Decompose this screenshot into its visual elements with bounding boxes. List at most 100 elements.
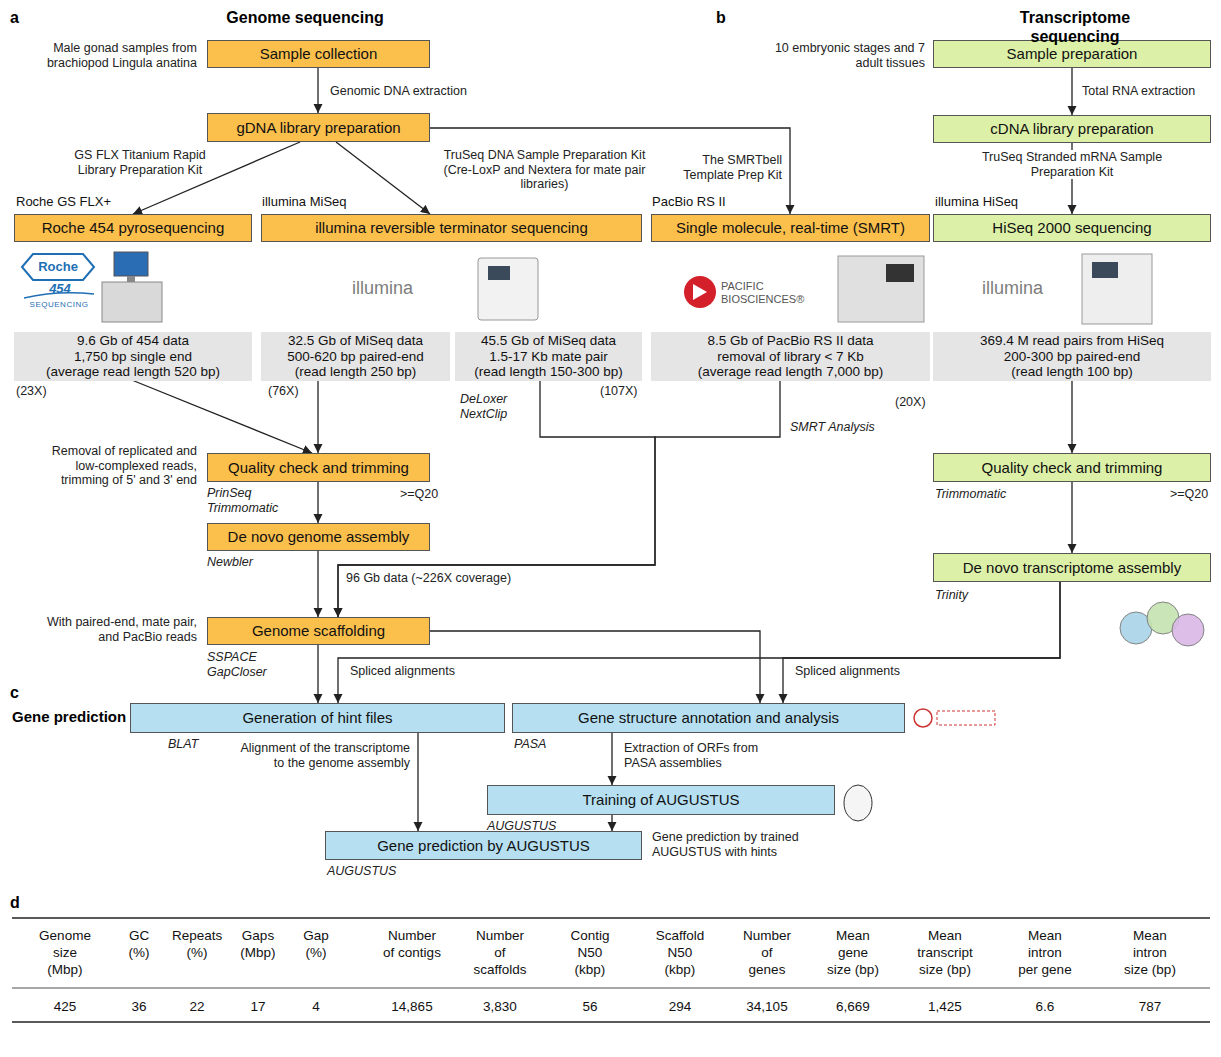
table-cell: 56 (550, 998, 630, 1015)
flow-arrow (1071, 68, 1072, 115)
coverage-label: (76X) (268, 384, 299, 399)
process-box: HiSeq 2000 sequencing (933, 214, 1211, 242)
software-name: AUGUSTUS (487, 819, 556, 834)
process-box: Generation of hint files (130, 703, 505, 733)
box-text: 1,750 bp single end (74, 349, 192, 365)
table-header-cell: Gaps (Mbp) (236, 927, 281, 961)
table-rule (12, 917, 1210, 919)
box-text: Genome scaffolding (252, 622, 385, 640)
edge-label: Extraction of ORFs from PASA assemblies (624, 741, 774, 770)
coverage-label: (20X) (895, 395, 926, 410)
panel-letter: c (10, 683, 19, 702)
flow-arrow (338, 381, 655, 618)
software-name: BLAT (168, 737, 198, 752)
box-text: 45.5 Gb of MiSeq data (481, 333, 616, 349)
process-box: Quality check and trimming (933, 453, 1211, 482)
data-summary-box: 369.4 M read pairs from HiSeq200-300 bp … (933, 332, 1211, 381)
flow-arrow (336, 142, 430, 214)
data-summary-box: 8.5 Gb of PacBio RS II dataremoval of li… (651, 332, 930, 381)
software-name: SSPACE GapCloser (207, 650, 279, 679)
box-text: 500-620 bp paired-end (287, 349, 424, 365)
pasa-logo (937, 711, 995, 725)
flow-arrow (317, 68, 318, 113)
process-box: Training of AUGUSTUS (487, 785, 835, 815)
augustus-icon (844, 785, 872, 821)
logo-text: 454 (42, 281, 78, 296)
table-rule (12, 988, 1210, 989)
process-box: cDNA library preparation (933, 115, 1211, 143)
edge-label: Spliced alignments (795, 664, 925, 679)
roche-logo (22, 254, 94, 280)
software-name: Trimmomatic (935, 487, 1006, 502)
edge-label: Genomic DNA extraction (330, 84, 490, 99)
box-text: removal of library < 7 Kb (717, 349, 864, 365)
miseq-screen (488, 266, 510, 280)
box-text: illumina reversible terminator sequencin… (315, 219, 588, 237)
software-name: AUGUSTUS (327, 864, 396, 879)
table-header-cell: Scaffold N50 (kbp) (653, 927, 707, 978)
box-text: (read length 250 bp) (295, 364, 417, 380)
platform-label: illumina MiSeq (262, 194, 347, 209)
flow-arrow (611, 733, 612, 785)
table-cell: 6,669 (813, 998, 893, 1015)
flow-arrow (338, 582, 1060, 703)
hiseq-icon (1082, 254, 1152, 324)
edge-label: GS FLX Titanium Rapid Library Preparatio… (70, 148, 210, 177)
edge-label: Total RNA extraction (1082, 84, 1207, 99)
hiseq-screen (1092, 262, 1118, 278)
panel-heading: Transcriptome sequencing (975, 8, 1175, 46)
data-summary-box: 45.5 Gb of MiSeq data1.5-17 Kb mate pair… (455, 332, 642, 381)
flow-arrow (317, 551, 318, 617)
flow-arrow (611, 815, 612, 831)
flow-arrow (1071, 381, 1072, 454)
miseq-icon (478, 258, 538, 320)
pacbio-logo-mark (693, 284, 707, 300)
logo-text: SEQUENCING (22, 300, 96, 309)
note-label: With paired-end, mate pair, and PacBio r… (37, 615, 197, 644)
box-text: (average read length 520 bp) (46, 364, 220, 380)
monitor-icon (114, 252, 148, 276)
flow-arrow (317, 645, 318, 703)
panel-letter: a (10, 8, 19, 27)
panel-heading: Genome sequencing (205, 8, 405, 27)
box-text: Gene structure annotation and analysis (578, 709, 839, 727)
table-header-cell: Gap (%) (298, 927, 334, 961)
box-text: 1.5-17 Kb mate pair (489, 349, 608, 365)
box-text: (read length 100 bp) (1011, 364, 1133, 380)
software-name: PASA (514, 737, 546, 752)
flow-arrow (317, 381, 318, 454)
edge-label: Spliced alignments (350, 664, 480, 679)
panel-letter: b (716, 8, 726, 27)
process-box: illumina reversible terminator sequencin… (261, 214, 642, 242)
edge-label: TruSeq DNA Sample Preparation Kit (Cre-L… (442, 148, 647, 192)
flow-arrow (430, 631, 760, 703)
table-cell: 1,425 (905, 998, 985, 1015)
edge-label: Gene prediction by trained AUGUSTUS with… (652, 830, 812, 859)
table-header-cell: Number of contigs (382, 927, 442, 961)
panel-heading: Gene prediction (12, 708, 126, 726)
flow-arrow (417, 733, 418, 831)
flow-arrow (1071, 482, 1072, 553)
table-cell: 34,105 (727, 998, 807, 1015)
note-label: 96 Gb data (~226X coverage) (346, 571, 511, 586)
process-box: Gene structure annotation and analysis (512, 703, 905, 733)
platform-label: PacBio RS II (652, 194, 726, 209)
logo-text: illumina (352, 278, 413, 298)
software-name: Newbler (207, 555, 253, 570)
table-header-cell: Number of genes (742, 927, 792, 978)
software-name: PrinSeq Trimmomatic (207, 486, 287, 515)
box-text: Roche 454 pyrosequencing (42, 219, 225, 237)
process-box: De novo transcriptome assembly (933, 553, 1211, 582)
table-cell: 6.6 (1005, 998, 1085, 1015)
process-box: De novo genome assembly (207, 523, 430, 551)
threshold-label: >=Q20 (400, 487, 438, 502)
table-header-cell: Mean transcript size (bp) (914, 927, 976, 978)
table-cell: 3,830 (460, 998, 540, 1015)
box-text: (read length 150-300 bp) (474, 364, 623, 380)
box-text: De novo transcriptome assembly (963, 559, 1181, 577)
software-name: SMRT Analysis (790, 420, 875, 435)
logo-text: Roche (30, 259, 86, 274)
threshold-label: >=Q20 (1170, 487, 1208, 502)
box-text: 8.5 Gb of PacBio RS II data (708, 333, 874, 349)
